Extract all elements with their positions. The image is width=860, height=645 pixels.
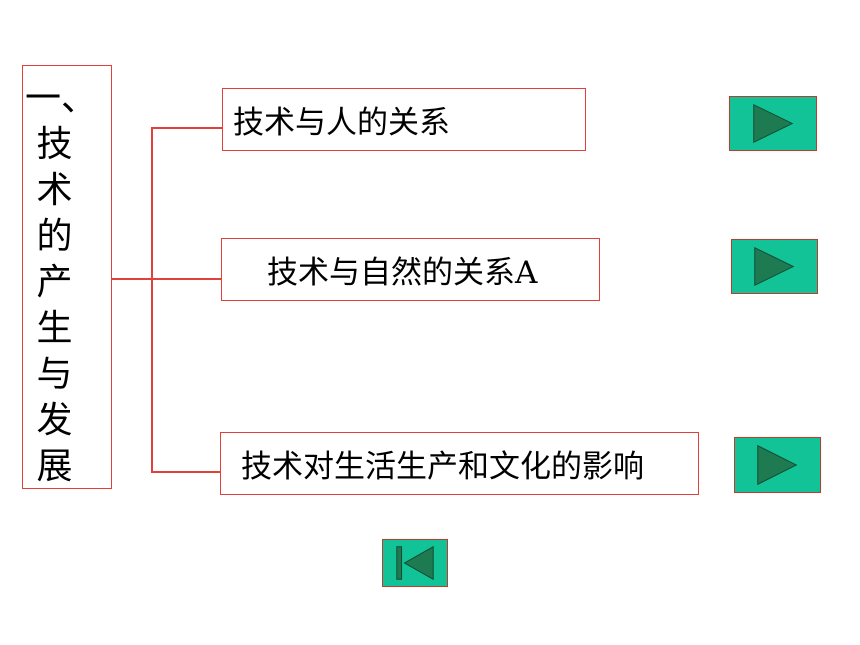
topic-label: 技术与人的关系 [233,105,450,141]
next-button-1[interactable] [729,96,817,151]
skip-to-start-icon [396,545,434,581]
topic-life-culture-impact[interactable]: 技术对生活生产和文化的影响 [220,432,699,495]
next-button-2[interactable] [731,239,818,294]
slide-title: 一、 技 术 的 产 生 与 发 展 [25,78,98,487]
topic-nature-relation[interactable]: 技术与自然的关系A [221,238,600,301]
topic-human-relation[interactable]: 技术与人的关系 [222,88,586,151]
next-button-3[interactable] [734,437,821,493]
topic-label: 技术与自然的关系A [267,255,538,291]
play-arrow-icon [757,444,798,486]
connector-topic-1 [151,127,222,129]
connector-topic-3 [151,471,220,473]
play-arrow-icon [753,103,794,144]
first-slide-button[interactable] [382,539,448,587]
connector-topic-2 [112,278,221,280]
play-arrow-icon [754,246,795,287]
connector-trunk [151,127,153,472]
title-box: 一、 技 术 的 产 生 与 发 展 [22,65,112,489]
topic-label: 技术对生活生产和文化的影响 [241,449,644,485]
